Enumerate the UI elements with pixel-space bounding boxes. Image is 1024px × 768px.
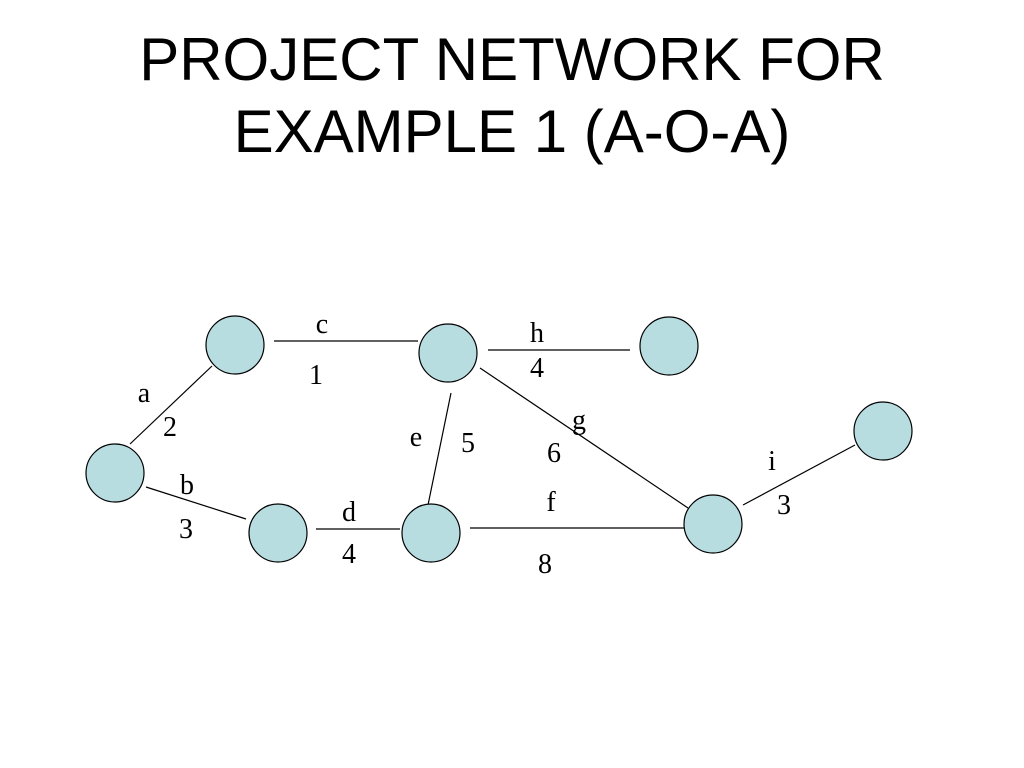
title-line-1: PROJECT NETWORK FOR	[139, 26, 885, 93]
activity-d-duration: 4	[342, 539, 356, 570]
activity-i-label: i	[768, 446, 776, 477]
activity-i-duration: 3	[777, 490, 791, 521]
activity-a-arrow	[129, 365, 213, 445]
activity-a-label: a	[138, 378, 151, 409]
activity-b-label: b	[180, 470, 194, 501]
event-node-2	[205, 315, 265, 375]
title-line-2: EXAMPLE 1 (A-O-A)	[233, 98, 791, 165]
activity-e-arrow	[427, 392, 452, 506]
activity-g-label: g	[572, 405, 586, 436]
activity-g-duration: 6	[547, 438, 561, 469]
event-node-5	[401, 503, 461, 563]
activity-a-duration: 2	[163, 412, 177, 443]
activity-c-duration: 1	[309, 360, 323, 391]
event-node-1	[85, 443, 145, 503]
event-node-8	[853, 401, 913, 461]
activity-b-arrow	[145, 486, 247, 520]
event-node-6	[639, 316, 699, 376]
activity-e-duration: 5	[461, 428, 475, 459]
activity-g-arrow	[479, 367, 689, 509]
event-node-4	[418, 323, 478, 383]
activity-i-arrow	[742, 444, 856, 506]
activity-e-label: e	[410, 422, 422, 453]
activity-c-label: c	[316, 309, 328, 340]
activity-h-duration: 4	[530, 353, 544, 384]
event-node-7	[683, 494, 743, 554]
event-node-3	[248, 503, 308, 563]
activity-d-label: d	[342, 497, 356, 528]
activity-b-duration: 3	[179, 514, 193, 545]
activity-f-label: f	[546, 487, 556, 518]
activity-h-label: h	[530, 318, 544, 349]
page-title: PROJECT NETWORK FOR EXAMPLE 1 (A-O-A)	[0, 24, 1024, 168]
activity-f-duration: 8	[538, 549, 552, 580]
